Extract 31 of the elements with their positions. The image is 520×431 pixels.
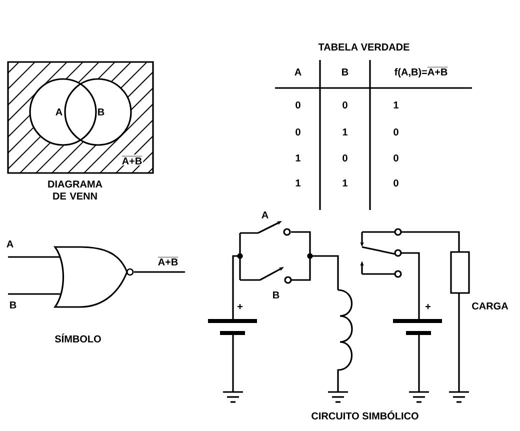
circuit-label: A (262, 212, 268, 218)
table-cell: 1 (296, 154, 300, 162)
circuit-label: B (273, 292, 280, 298)
table-cell: 1 (296, 180, 300, 186)
node-label: DIAGRAMA DE VENN (48, 180, 102, 200)
column-header: B (342, 68, 348, 76)
table-title: TABELA VERDADE (318, 44, 410, 50)
wire (134, 271, 185, 273)
column-header: A (294, 68, 302, 76)
table-cell: 1 (342, 180, 348, 186)
table-cell: 0 (394, 179, 398, 187)
set-label: A+B (120, 154, 144, 166)
circuit-label: CIRCUITO SIMBÓLICO (312, 410, 418, 420)
circuit-label: CARGA (472, 302, 508, 310)
table-cell: 0 (342, 154, 348, 162)
table-cell: 1 (342, 128, 348, 136)
signal-label: A+B (158, 256, 178, 266)
wire (8, 293, 60, 295)
wire (8, 256, 60, 258)
table-cell: 0 (296, 101, 300, 109)
column-header: f(A,B)=A+B (394, 66, 448, 78)
table-cell: 0 (394, 154, 398, 162)
signal-label: A (6, 240, 14, 248)
circuit-label: + (426, 304, 431, 310)
table-cell: 0 (296, 128, 300, 136)
signal-label: B (10, 302, 16, 308)
table-cell: 0 (342, 101, 348, 109)
table-cell: 0 (394, 128, 398, 136)
node-label: SÍMBOLO (54, 334, 101, 342)
table-cell: 1 (394, 102, 398, 108)
circuit-label: + (238, 304, 243, 310)
